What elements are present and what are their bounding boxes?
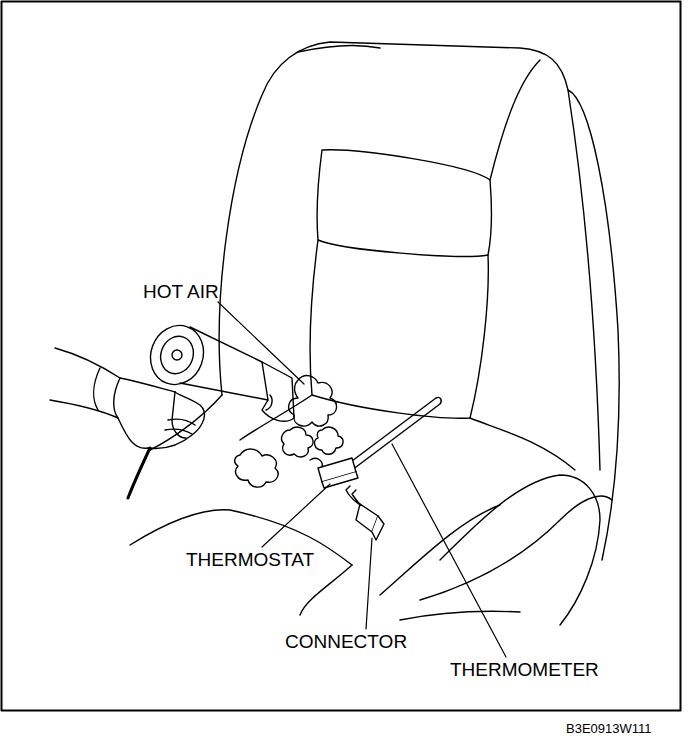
leader-line (366, 538, 372, 629)
arm (55, 348, 175, 392)
cushion-line (240, 395, 312, 440)
seat-side (568, 90, 619, 560)
finger (165, 429, 192, 434)
hot-air (235, 449, 278, 487)
leader-line (392, 444, 506, 657)
connector (372, 516, 384, 540)
part-label: CONNECTOR (285, 632, 407, 651)
cuff (114, 378, 120, 418)
cushion-bolster (400, 611, 520, 620)
cushion-bolster (440, 475, 600, 625)
heat-gun-grip (172, 392, 186, 438)
heat-gun-nozzle (262, 362, 294, 421)
leader-line (262, 484, 330, 547)
seat-seam (298, 46, 380, 52)
hot-air (282, 427, 314, 457)
cushion-bolster (420, 496, 612, 600)
cuff (94, 368, 100, 410)
part-label: HOT AIR (143, 282, 219, 301)
part-label: THERMOSTAT (186, 550, 314, 569)
hot-air (266, 395, 272, 410)
heat-gun-barrel (180, 327, 268, 400)
hot-air (315, 427, 344, 454)
power-cord (128, 448, 150, 498)
frame (2, 2, 681, 711)
heat-gun-fan (172, 350, 182, 360)
heat-gun-fan (155, 332, 198, 379)
hand (148, 392, 204, 448)
seat-seam (490, 60, 540, 180)
headrest-panel (317, 150, 491, 256)
arm (50, 400, 148, 448)
seatback-outline (219, 42, 600, 470)
cushion-front (300, 565, 352, 615)
seat-seam (470, 418, 575, 470)
leader-line (218, 302, 304, 384)
part-label: THERMOMETER (450, 660, 599, 679)
figure-code: B3E0913W111 (566, 722, 652, 735)
cushion-line (380, 505, 500, 595)
heat-gun-rear (142, 318, 211, 392)
hot-air (289, 376, 337, 426)
cushion-line (150, 395, 222, 450)
thermometer (340, 397, 441, 476)
backrest-panel (310, 240, 488, 418)
